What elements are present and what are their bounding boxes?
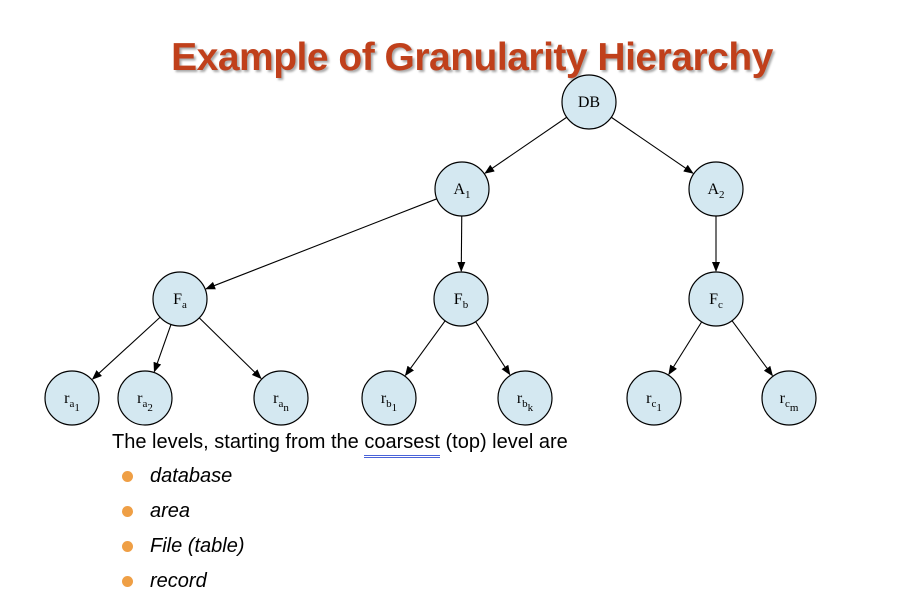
levels-list: database area File (table) record bbox=[120, 463, 244, 603]
list-item-database: database bbox=[120, 463, 244, 498]
node-label: Fc bbox=[709, 291, 723, 311]
node-label: Fb bbox=[454, 291, 469, 311]
node-circle bbox=[497, 370, 553, 426]
node-rc1: rc1 bbox=[626, 370, 682, 426]
node-label: rcm bbox=[780, 390, 799, 414]
bullet-icon bbox=[122, 576, 133, 587]
node-fb: Fb bbox=[433, 271, 489, 327]
bullet-icon bbox=[122, 506, 133, 517]
list-item-area: area bbox=[120, 498, 244, 533]
node-label: ra1 bbox=[64, 390, 80, 414]
node-label: ra2 bbox=[137, 390, 153, 414]
intro-before: The levels, starting from the bbox=[112, 431, 365, 453]
node-circle bbox=[44, 370, 100, 426]
edge-db-a1 bbox=[484, 116, 568, 174]
node-a2: A2 bbox=[688, 161, 744, 217]
list-item-file: File (table) bbox=[120, 533, 244, 568]
node-circle bbox=[761, 370, 817, 426]
list-item-label: area bbox=[150, 500, 191, 522]
node-label: A2 bbox=[707, 181, 724, 201]
node-ran: ran bbox=[253, 370, 309, 426]
node-circle bbox=[253, 370, 309, 426]
node-ra2: ra2 bbox=[117, 370, 173, 426]
node-a1: A1 bbox=[434, 161, 490, 217]
list-item-label: database bbox=[150, 465, 233, 487]
node-circle bbox=[626, 370, 682, 426]
node-label: rb1 bbox=[381, 390, 397, 414]
node-circle bbox=[152, 271, 208, 327]
edge-fa-ra1 bbox=[91, 316, 161, 380]
edge-fb-rbk bbox=[475, 321, 511, 376]
list-item-label: File (table) bbox=[150, 535, 245, 557]
node-circle bbox=[117, 370, 173, 426]
edge-fc-rcm bbox=[731, 320, 773, 377]
node-ra1: ra1 bbox=[44, 370, 100, 426]
edge-fa-ran bbox=[198, 317, 262, 380]
node-db: DB bbox=[561, 74, 617, 130]
node-label: DB bbox=[578, 94, 600, 111]
node-label: rc1 bbox=[646, 390, 662, 414]
edge-fb-rb1 bbox=[404, 320, 446, 377]
list-item-record: record bbox=[120, 568, 244, 603]
node-rb1: rb1 bbox=[361, 370, 417, 426]
node-circle bbox=[434, 161, 490, 217]
node-circle bbox=[433, 271, 489, 327]
node-circle bbox=[561, 74, 617, 130]
bullet-icon bbox=[122, 471, 133, 482]
slide-title: Example of Granularity Hierarchy bbox=[171, 36, 773, 79]
edge-a1-fa bbox=[205, 198, 438, 290]
node-fa: Fa bbox=[152, 271, 208, 327]
list-item-label: record bbox=[150, 570, 207, 592]
edge-fa-ra2 bbox=[153, 324, 172, 373]
node-circle bbox=[688, 161, 744, 217]
node-rcm: rcm bbox=[761, 370, 817, 426]
edge-fc-rc1 bbox=[668, 321, 703, 376]
node-fc: Fc bbox=[688, 271, 744, 327]
node-label: ran bbox=[273, 390, 289, 414]
node-label: rbk bbox=[517, 390, 534, 414]
edge-db-a2 bbox=[610, 116, 694, 174]
node-circle bbox=[361, 370, 417, 426]
node-rbk: rbk bbox=[497, 370, 553, 426]
node-circle bbox=[688, 271, 744, 327]
edge-a1-fb bbox=[457, 215, 466, 273]
node-label: A1 bbox=[453, 181, 470, 201]
levels-intro-text: The levels, starting from the coarsest (… bbox=[112, 431, 568, 458]
node-label: Fa bbox=[173, 291, 187, 311]
intro-highlight: coarsest bbox=[364, 431, 440, 458]
intro-after: (top) level are bbox=[439, 431, 568, 453]
bullet-icon bbox=[122, 541, 133, 552]
